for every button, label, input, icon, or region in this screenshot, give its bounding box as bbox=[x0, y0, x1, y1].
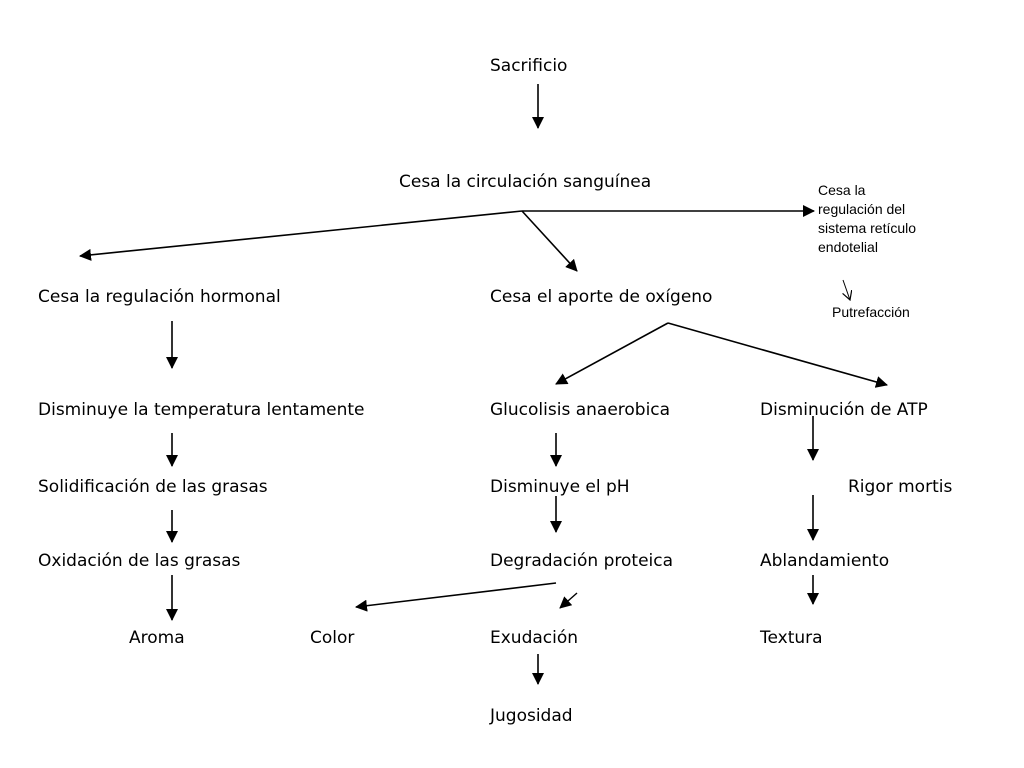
node-glucolisis: Glucolisis anaerobica bbox=[490, 400, 671, 420]
node-oxidacion-grasas: Oxidación de las grasas bbox=[38, 551, 241, 571]
node-cesa-regulacion-hormonal: Cesa la regulación hormonal bbox=[38, 287, 281, 307]
node-degradacion-proteica: Degradación proteica bbox=[490, 551, 674, 571]
arrow-sistema-to-putrefaccion bbox=[843, 279, 850, 300]
arrow-degradacion-to-exudacion bbox=[559, 592, 578, 609]
arrow-circulacion-to-hormonal bbox=[79, 210, 523, 261]
node-cesa-circulacion: Cesa la circulación sanguínea bbox=[399, 172, 652, 192]
node-cesa-regulacion-sistema-line-4: endotelial bbox=[818, 239, 878, 255]
node-rigor-mortis: Rigor mortis bbox=[848, 477, 953, 497]
node-disminuye-ph: Disminuye el pH bbox=[490, 477, 630, 497]
node-jugosidad: Jugosidad bbox=[490, 706, 573, 726]
arrow-oxigeno-to-atp bbox=[667, 322, 888, 388]
arrow-degradacion-to-color bbox=[355, 582, 557, 612]
node-cesa-aporte-oxigeno: Cesa el aporte de oxígeno bbox=[490, 287, 713, 307]
node-sacrificio: Sacrificio bbox=[490, 56, 568, 76]
node-disminuye-temperatura: Disminuye la temperatura lentamente bbox=[38, 400, 365, 420]
node-putrefaccion: Putrefacción bbox=[832, 304, 910, 320]
node-exudacion: Exudación bbox=[490, 628, 579, 648]
node-cesa-regulacion-sistema-line-2: regulación del bbox=[818, 201, 906, 217]
node-solidificacion-grasas: Solidificación de las grasas bbox=[38, 477, 268, 497]
node-cesa-regulacion-sistema-line-1: Cesa la bbox=[818, 182, 866, 198]
node-color: Color bbox=[310, 628, 355, 648]
node-ablandamiento: Ablandamiento bbox=[760, 551, 890, 571]
node-aroma: Aroma bbox=[129, 628, 185, 648]
node-textura: Textura bbox=[760, 628, 823, 648]
node-disminucion-atp: Disminución de ATP bbox=[760, 400, 928, 420]
node-cesa-regulacion-sistema-line-3: sistema retículo bbox=[818, 220, 917, 236]
arrow-circulacion-to-oxigeno bbox=[521, 210, 578, 272]
node-cesa-regulacion-sistema: Cesa la regulación del sistema retículo … bbox=[818, 181, 916, 257]
arrow-oxigeno-to-glucolisis bbox=[555, 322, 669, 385]
